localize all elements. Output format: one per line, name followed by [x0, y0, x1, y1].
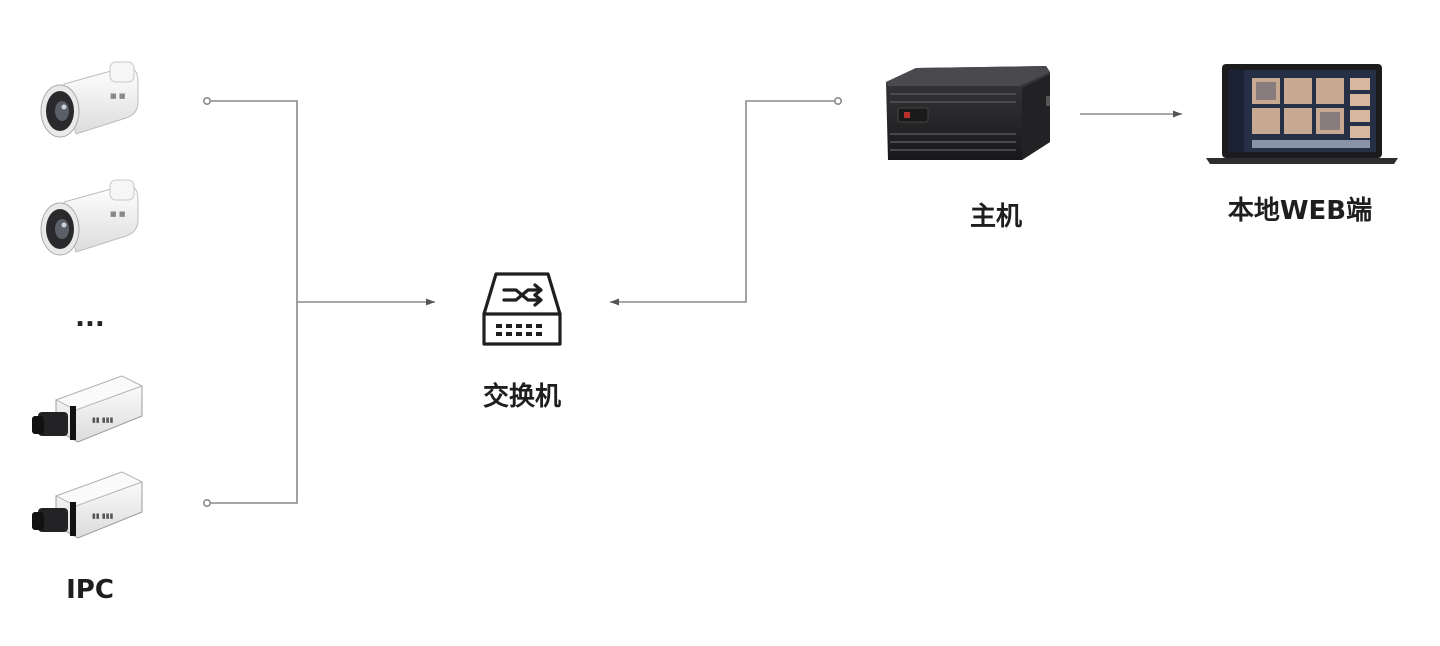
svg-text:■ ■: ■ ■ — [110, 210, 125, 218]
box-camera-icon: ▮▮ ▮▮▮ — [32, 471, 144, 539]
server-host-icon — [886, 66, 1050, 160]
edge-ipc-to-switch — [203, 97, 435, 507]
box-camera-icon: ▮▮ ▮▮▮ — [32, 375, 144, 443]
svg-text:▮▮ ▮▮▮: ▮▮ ▮▮▮ — [92, 512, 114, 520]
svg-text:■ ■: ■ ■ — [110, 92, 125, 100]
switch-label: 交换机 — [482, 382, 562, 412]
bullet-camera-icon: ■ ■ — [40, 179, 139, 256]
ellipsis-text: ... — [75, 303, 105, 333]
web-label: 本地WEB端 — [1227, 196, 1373, 226]
laptop-icon — [1206, 64, 1398, 164]
network-switch-icon — [482, 272, 562, 346]
edge-host-to-switch — [610, 97, 842, 306]
bullet-camera-icon: ■ ■ — [40, 61, 139, 138]
host-label: 主机 — [969, 202, 1023, 232]
ipc-label: IPC — [66, 575, 114, 605]
svg-text:▮▮ ▮▮▮: ▮▮ ▮▮▮ — [92, 416, 114, 424]
ellipsis-dots: ... — [75, 303, 105, 333]
